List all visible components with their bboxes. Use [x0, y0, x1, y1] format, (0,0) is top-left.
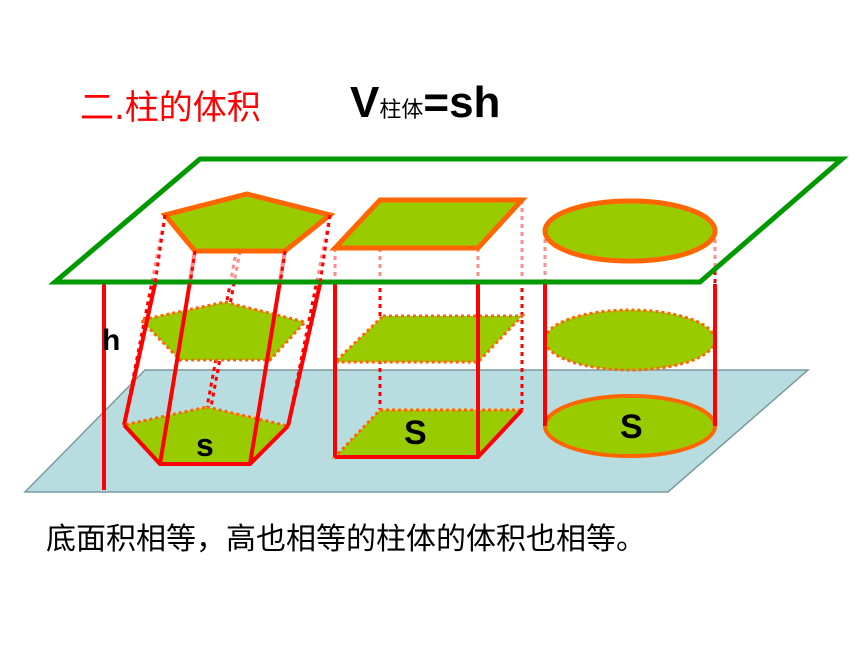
volume-formula: V柱体=sh: [350, 78, 500, 128]
slide-title: 二.柱的体积: [80, 88, 261, 128]
pentagon-upper-edge: [318, 214, 332, 285]
pentagon-front-edge: [122, 283, 157, 426]
pentagon-upper-edge: [188, 250, 197, 285]
pentagon-front-edge: [286, 283, 322, 427]
pentagon-base-label: s: [196, 427, 214, 463]
pentagon-upper-edge: [278, 250, 287, 285]
pentagon-front-edge: [158, 250, 197, 465]
height-label: h: [102, 324, 120, 357]
quadrilateral-prism: [331, 200, 526, 459]
prism-cross-section: [331, 314, 526, 364]
pentagonal-prism: [121, 193, 332, 466]
cylinder-cross-section: [543, 308, 717, 372]
prism-base-label: S: [404, 414, 427, 452]
pentagon-bottom-front-edges: [122, 423, 290, 466]
pentagon-front-edge: [248, 250, 287, 465]
cylinder-top-face: [542, 198, 718, 264]
cylinder-base-label: S: [620, 408, 643, 446]
formula-v: V: [350, 78, 380, 127]
formula-subscript: 柱体: [379, 98, 424, 123]
pentagon-top-face: [160, 191, 336, 254]
formula-rest: =sh: [423, 78, 501, 127]
pentagon-cross-section: [138, 300, 308, 362]
prism-top-face: [329, 197, 528, 251]
pentagon-upper-edge: [153, 214, 167, 285]
conclusion-caption: 底面积相等，高也相等的柱体的体积也相等。: [46, 522, 646, 557]
